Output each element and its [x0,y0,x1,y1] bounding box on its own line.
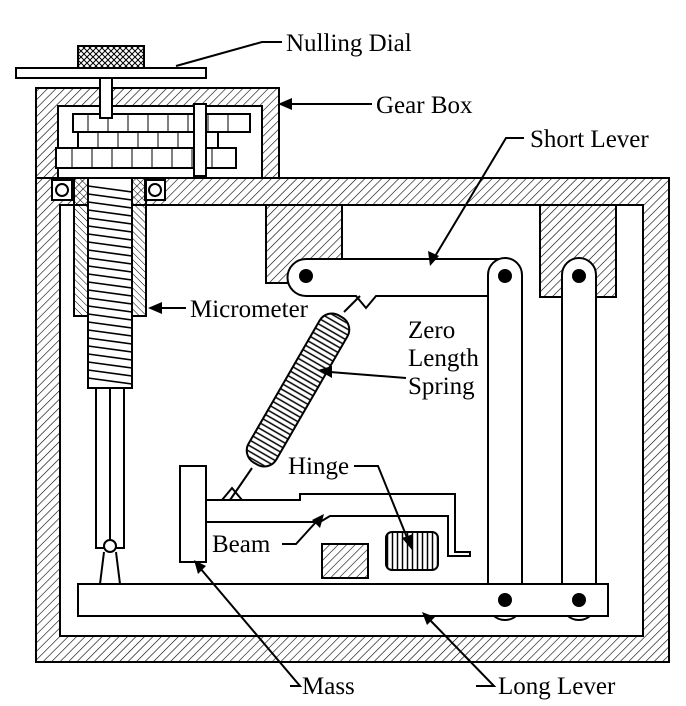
label-short-lever: Short Lever [530,126,649,153]
dial-shaft [99,77,113,119]
mass-block [179,465,207,563]
label-spring-line1: Zero [408,317,455,344]
label-long-lever: Long Lever [498,673,616,700]
label-mass: Mass [302,673,355,700]
label-nulling-dial: Nulling Dial [286,30,412,57]
gear-shaft [193,103,207,177]
label-beam: Beam [212,531,271,558]
long-lever [77,583,609,617]
label-gear-box: Gear Box [376,92,473,119]
gear-box [35,77,280,201]
housing [35,177,670,663]
nulling-dial [15,45,207,79]
short-lever [286,258,503,310]
label-spring-line2: Length [408,345,479,372]
vertical-link-left [487,257,523,621]
zero-length-spring [245,312,351,468]
leader-lines [148,41,524,687]
label-hinge: Hinge [288,453,349,480]
label-micrometer: Micrometer [190,296,309,323]
vertical-link-right [561,257,597,621]
gear-lower [55,147,237,169]
micrometer [73,177,147,585]
label-spring-line3: Spring [408,373,475,400]
hinge-spring [385,531,439,571]
hinge-block [321,543,369,579]
